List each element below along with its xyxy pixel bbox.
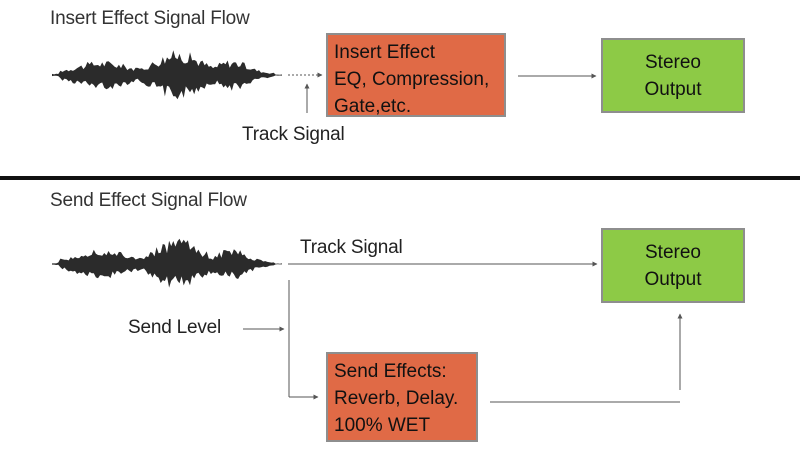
- insert-box-line-3: Gate,etc.: [334, 96, 412, 117]
- send-flow-title: Send Effect Signal Flow: [50, 190, 247, 211]
- send-box-line-1: Send Effects:: [334, 361, 447, 382]
- output-line-1: Stereo: [645, 51, 701, 73]
- output-line-2: Output: [644, 268, 702, 290]
- send-effects-box: Send Effects: Reverb, Delay. 100% WET: [326, 352, 478, 442]
- output-line-1: Stereo: [645, 241, 701, 263]
- insert-flow-title: Insert Effect Signal Flow: [50, 8, 250, 29]
- insert-stereo-output-box: Stereo Output: [601, 38, 745, 113]
- insert-box-line-2: EQ, Compression,: [334, 69, 490, 90]
- insert-box-line-1: Insert Effect: [334, 42, 436, 63]
- section-divider: [0, 176, 800, 180]
- send-track-signal-label: Track Signal: [300, 237, 403, 258]
- send-level-label: Send Level: [128, 317, 222, 338]
- output-line-2: Output: [644, 78, 702, 100]
- send-box-line-2: Reverb, Delay.: [334, 388, 459, 409]
- insert-track-signal-label: Track Signal: [242, 124, 345, 145]
- send-stereo-output-box: Stereo Output: [601, 228, 745, 303]
- send-box-line-3: 100% WET: [334, 415, 431, 436]
- insert-effect-box: Insert Effect EQ, Compression, Gate,etc.: [326, 33, 506, 117]
- send-waveform: [52, 238, 282, 288]
- waveform-shape: [52, 238, 282, 288]
- insert-waveform: [52, 50, 282, 100]
- waveform-shape: [52, 50, 282, 100]
